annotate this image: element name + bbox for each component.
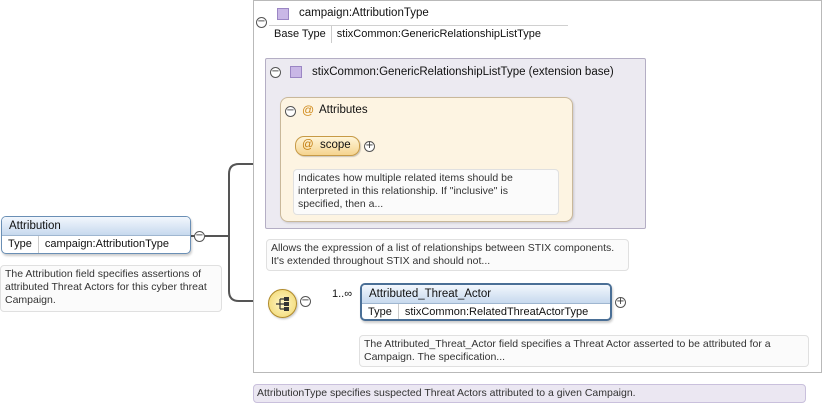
root-element-type-row: Type campaign:AttributionType — [2, 236, 190, 253]
root-element-attribution[interactable]: Attribution Type campaign:AttributionTyp… — [1, 216, 191, 254]
child-element-description: The Attributed_Threat_Actor field specif… — [359, 335, 809, 367]
scope-description: Indicates how multiple related items sho… — [293, 169, 559, 215]
collapse-type-icon[interactable]: − — [256, 16, 267, 28]
child-element-type-value: stixCommon:RelatedThreatActorType — [404, 306, 589, 318]
base-type-value: stixCommon:GenericRelationshipListType — [336, 28, 541, 40]
sequence-glyph — [276, 297, 289, 311]
attribute-at-icon: @ — [302, 103, 315, 117]
child-element-type-row: Type stixCommon:RelatedThreatActorType — [362, 304, 610, 319]
extension-description: Allows the expression of a list of relat… — [266, 239, 629, 271]
base-type-row: Base Type stixCommon:GenericRelationship… — [269, 25, 568, 43]
scope-attribute-name: scope — [320, 139, 351, 151]
expand-child-icon[interactable]: + — [615, 296, 626, 308]
attributes-title: Attributes — [319, 104, 368, 116]
collapse-extension-icon[interactable]: − — [270, 66, 281, 78]
sequence-compositor-icon[interactable] — [268, 289, 297, 318]
collapse-sequence-icon[interactable]: − — [300, 295, 311, 307]
root-element-type-value: campaign:AttributionType — [44, 238, 169, 250]
type-description: AttributionType specifies suspected Thre… — [253, 384, 806, 403]
child-element-cardinality: 1..∞ — [332, 288, 353, 300]
collapse-attributes-icon[interactable]: − — [285, 105, 296, 117]
complex-type-name: campaign:AttributionType — [299, 7, 429, 19]
root-element-type-label: Type — [2, 236, 39, 253]
child-element-attributed-threat-actor[interactable]: Attributed_Threat_Actor Type stixCommon:… — [360, 283, 612, 321]
child-element-type-label: Type — [362, 304, 399, 319]
base-type-label: Base Type — [269, 26, 332, 43]
complex-type-icon — [277, 8, 289, 20]
expand-scope-icon[interactable]: + — [364, 140, 375, 152]
attribute-at-icon: @ — [302, 139, 314, 151]
scope-attribute[interactable]: @ scope — [295, 136, 360, 156]
complex-type-icon — [290, 66, 302, 78]
root-element-description: The Attribution field specifies assertio… — [0, 265, 222, 312]
root-element-name: Attribution — [2, 217, 190, 236]
child-element-name: Attributed_Threat_Actor — [362, 285, 610, 304]
collapse-root-icon[interactable]: − — [194, 230, 205, 242]
extension-title: stixCommon:GenericRelationshipListType (… — [312, 66, 614, 78]
